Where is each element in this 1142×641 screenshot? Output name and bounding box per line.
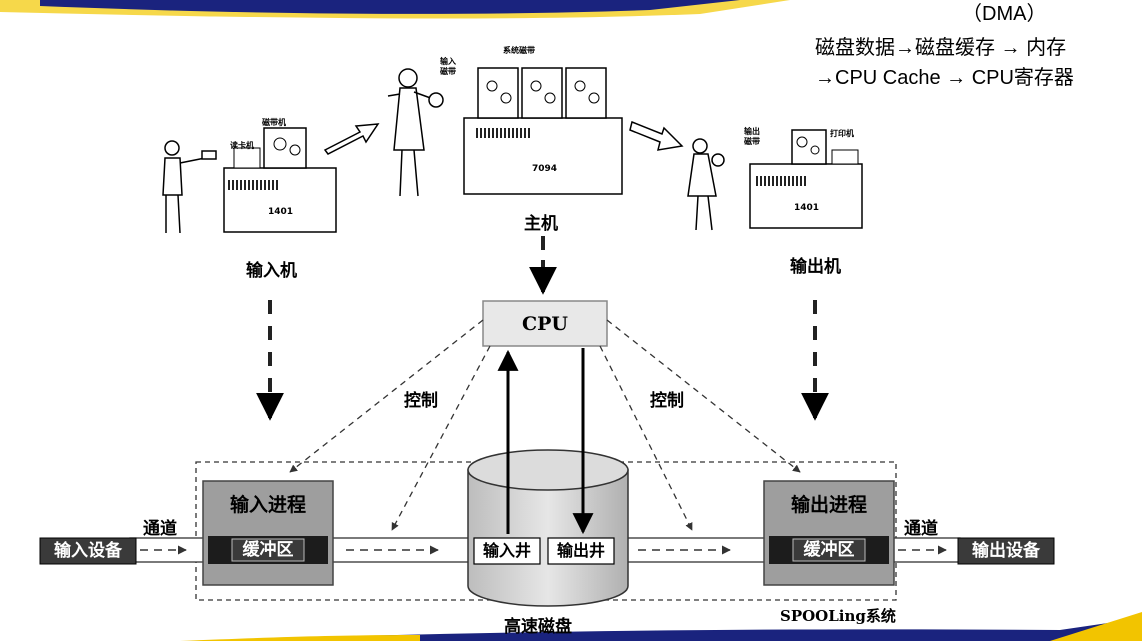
output-machine-number: 1401	[794, 203, 820, 213]
control-label-left: 控制	[404, 391, 438, 411]
spooling-system-label: SPOOLing系统	[780, 607, 896, 625]
printer-label: 打印机	[830, 129, 854, 138]
input-device-box	[39, 537, 137, 565]
main-machine-label: 主机	[524, 214, 558, 234]
input-machine-1401	[223, 127, 337, 233]
transfer-arrow-right	[629, 120, 684, 151]
note-dma: （DMA）	[962, 3, 1047, 25]
main-machine-number: 7094	[532, 164, 558, 174]
output-machine-label: 输出机	[790, 257, 841, 277]
input-machine-number: 1401	[268, 207, 294, 217]
input-well-box	[473, 537, 541, 565]
output-device-label: 输出设备	[972, 541, 1040, 561]
output-machine-1401	[749, 129, 863, 229]
cpu-label: CPU	[522, 312, 568, 335]
output-process-label: 输出进程	[790, 494, 867, 516]
input-machine-label: 输入机	[246, 261, 297, 281]
input-operator-figure	[162, 140, 217, 234]
main-machine-7094	[463, 67, 623, 195]
high-speed-disk	[467, 449, 629, 607]
card-reader-label: 读卡机	[230, 141, 254, 150]
output-well-box	[547, 537, 615, 565]
output-tape-operator-figure	[687, 138, 725, 231]
buffer-left-label: 缓冲区	[242, 540, 294, 560]
input-well-label: 输入井	[482, 541, 531, 560]
control-dashed-lines	[289, 319, 801, 531]
input-process-box	[202, 480, 334, 586]
input-process-label: 输入进程	[229, 494, 306, 516]
cpu-box	[482, 300, 608, 347]
output-tape-label: 输出 磁带	[744, 127, 760, 146]
bottom-banner	[180, 612, 1142, 641]
input-device-label: 输入设备	[54, 541, 122, 561]
output-process-box	[763, 480, 895, 586]
buffer-left-box	[231, 538, 305, 562]
input-tape-label: 输入 磁带	[440, 57, 456, 76]
top-banner	[0, 0, 790, 19]
output-device-box	[957, 537, 1055, 565]
output-well-label: 输出井	[556, 541, 605, 560]
transfer-arrow-left	[323, 123, 380, 155]
channel-label-left: 通道	[143, 519, 177, 539]
buffer-right-label: 缓冲区	[803, 540, 855, 560]
note-cpu-path: →CPU Cache → CPU寄存器	[815, 67, 1074, 89]
tape-label: 磁带机	[262, 118, 286, 127]
channel-label-right: 通道	[904, 519, 938, 539]
control-label-right: 控制	[650, 391, 684, 411]
note-disk-path: 磁盘数据→磁盘缓存 → 内存	[815, 37, 1067, 59]
input-tape-operator-figure	[387, 68, 444, 197]
disk-label: 高速磁盘	[504, 617, 572, 637]
buffer-right-box	[792, 538, 866, 562]
system-tape-label: 系统磁带	[503, 46, 535, 55]
